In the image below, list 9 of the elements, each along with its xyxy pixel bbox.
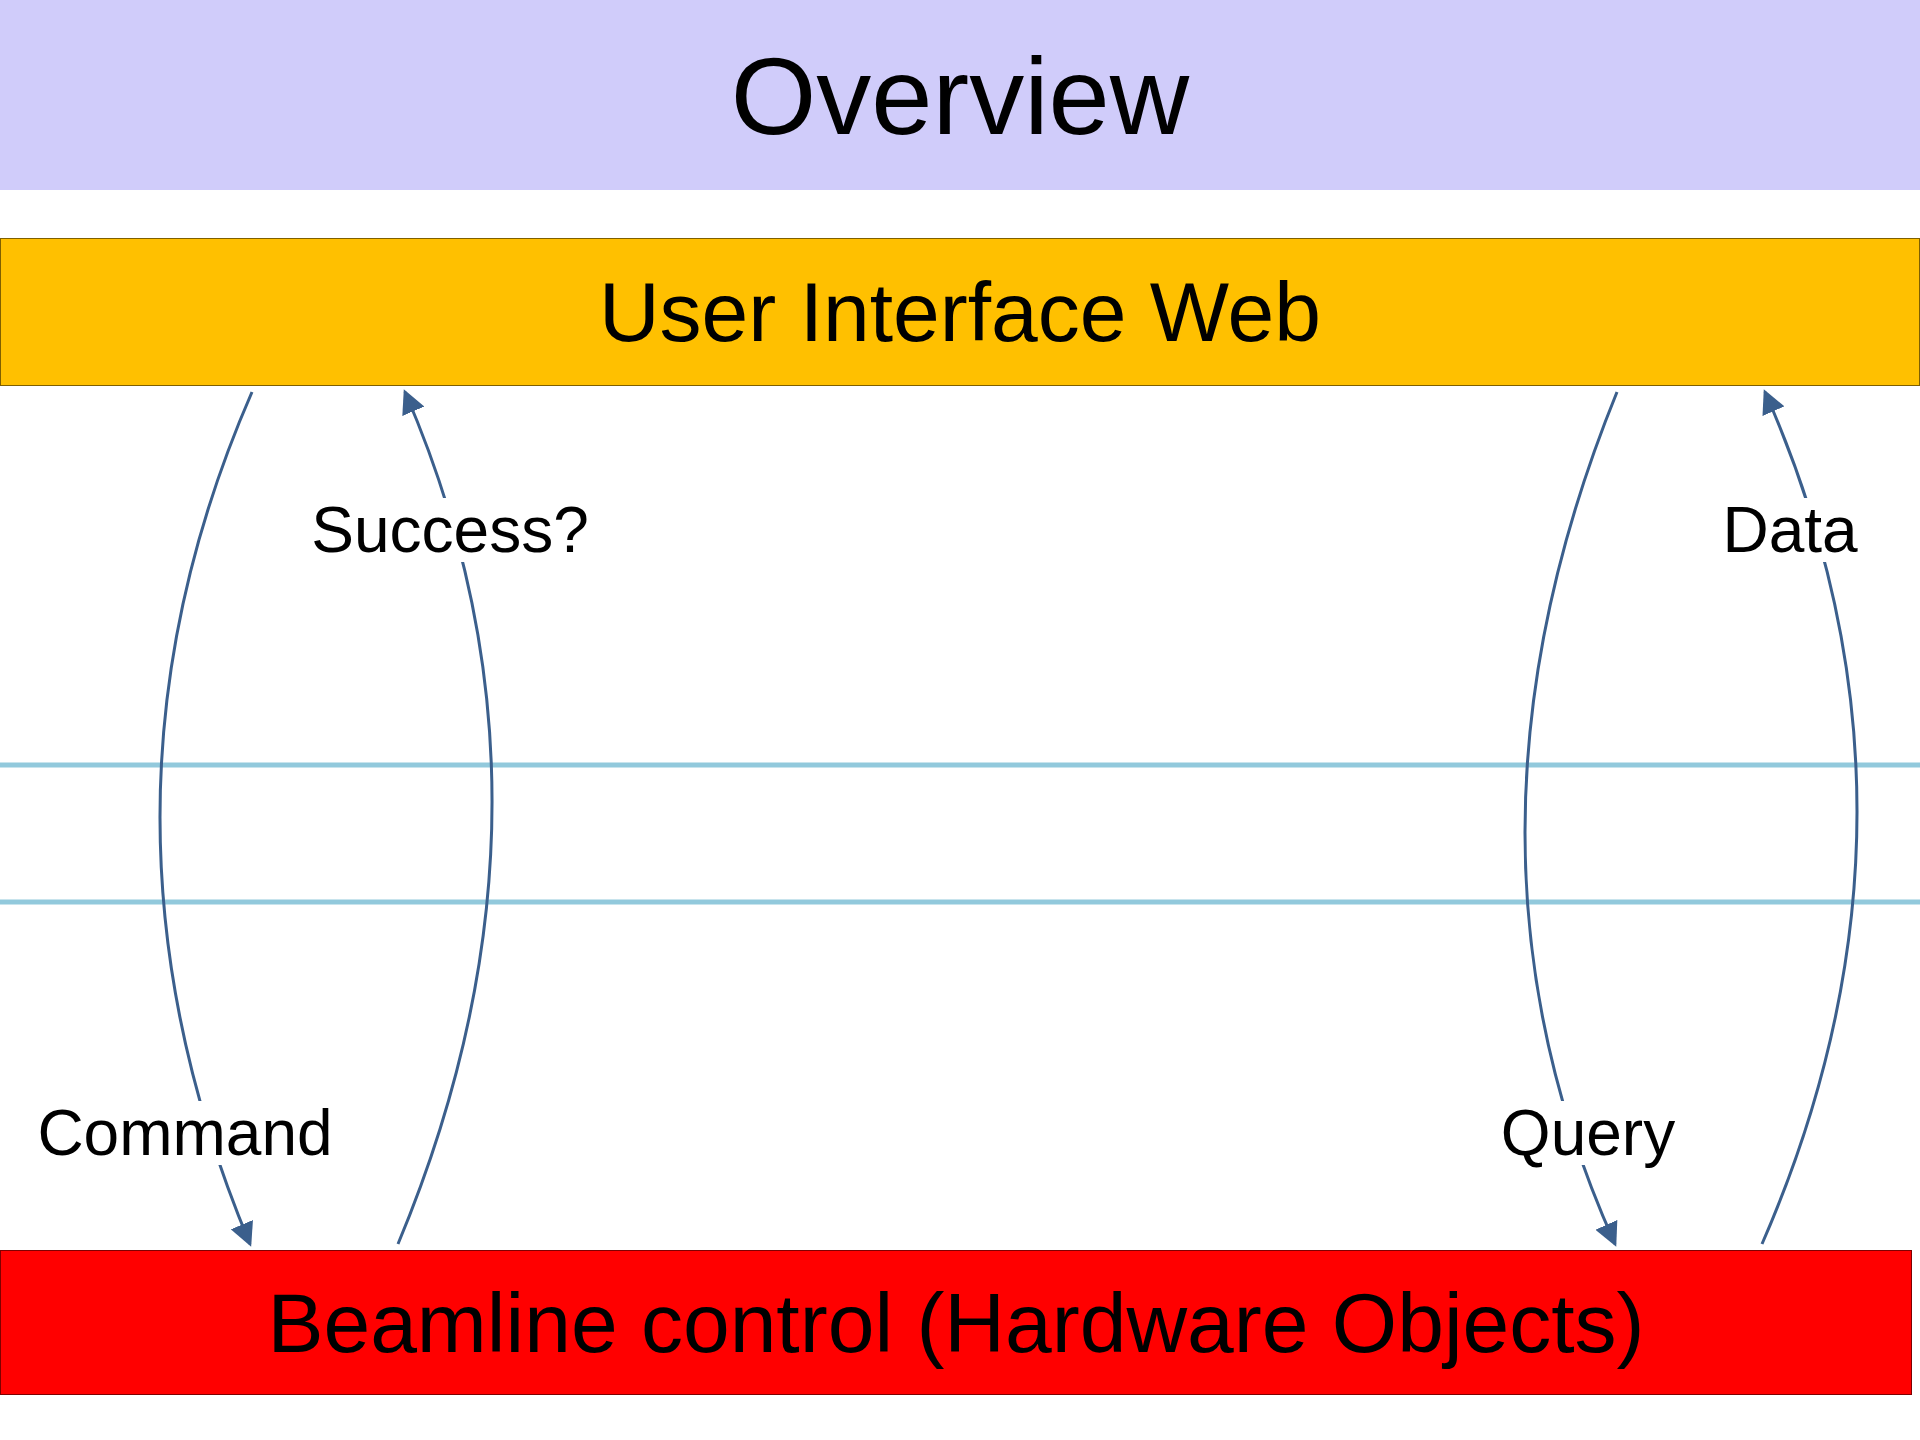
layer-box: [0, 1250, 1912, 1395]
curved-arrow: [396, 389, 494, 1245]
layer-label: Beamline control (Hardware Objects): [267, 1274, 1645, 1372]
curved-arrow: [158, 391, 254, 1247]
curved-arrow: [1523, 391, 1619, 1247]
layer-label: User Interface Web: [598, 264, 1322, 361]
curved-arrow: [1760, 389, 1859, 1245]
layer-box: [0, 238, 1920, 386]
title: Overview: [730, 32, 1190, 159]
